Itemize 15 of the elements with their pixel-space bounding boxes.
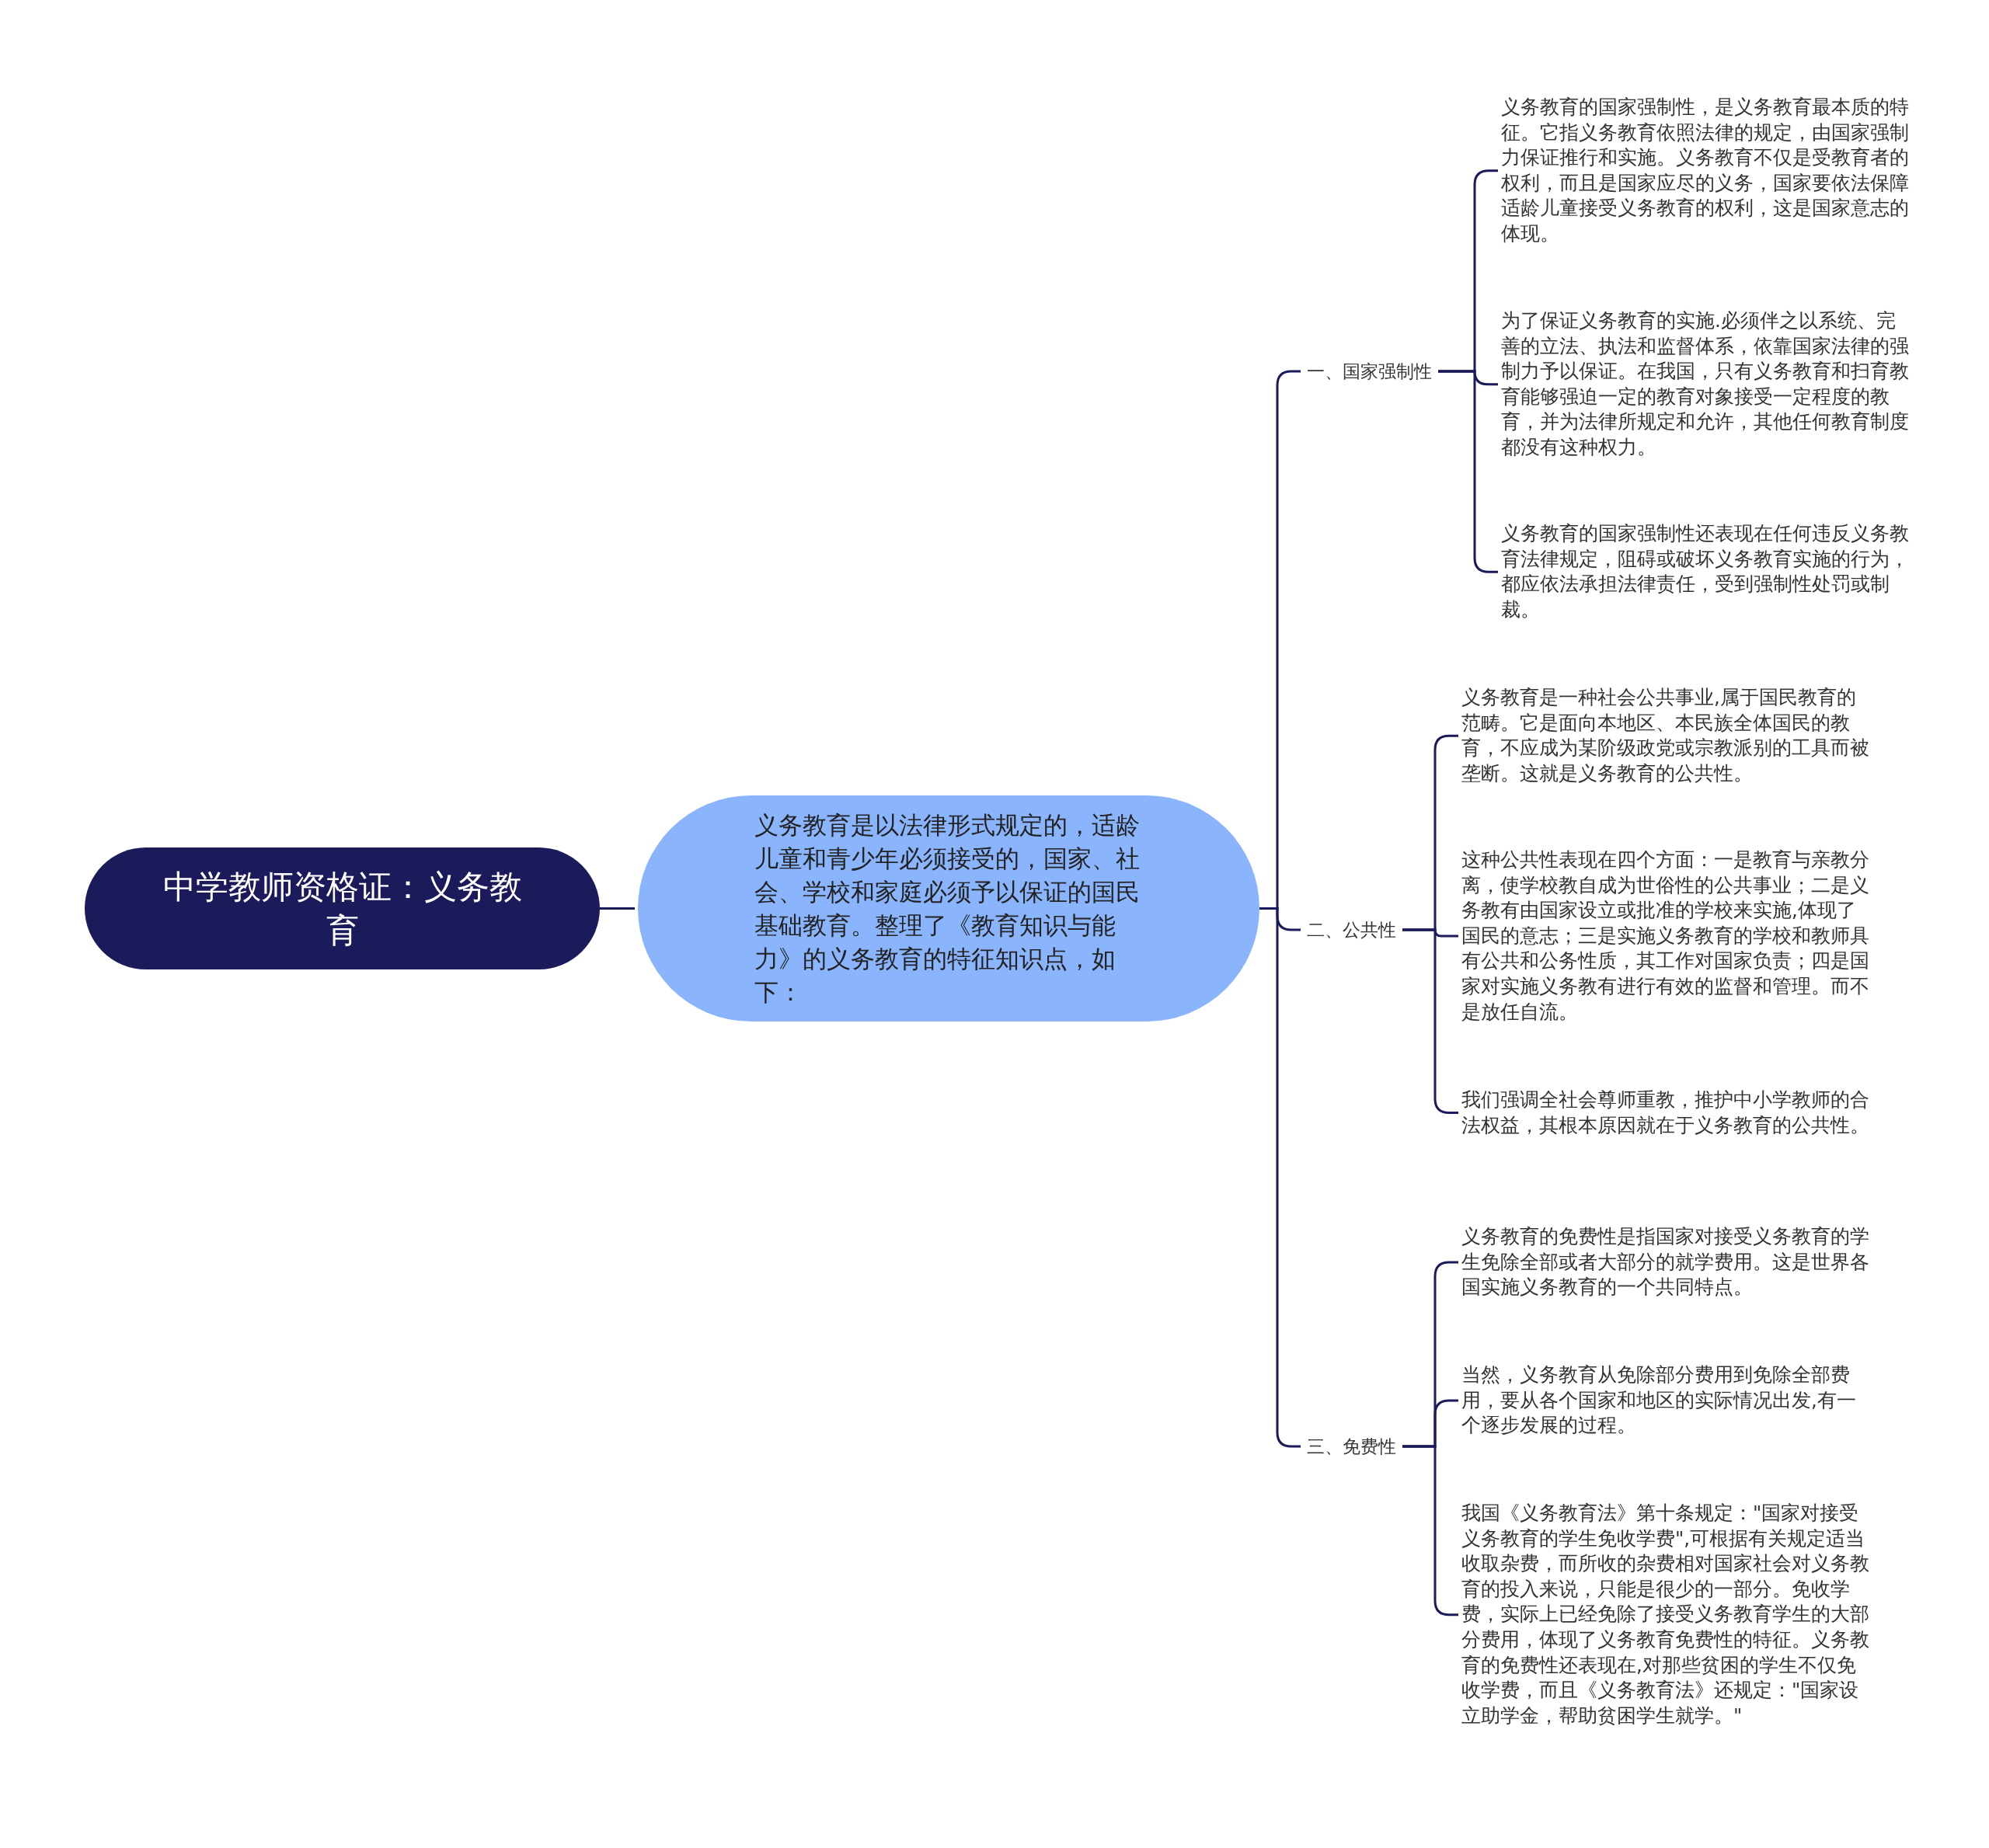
branch-label: 一、国家强制性	[1307, 360, 1432, 383]
note-text: 我们强调全社会尊师重教，推护中小学教师的合法权益，其根本原因就在于义务教育的公共性。	[1461, 1088, 1869, 1139]
branch-label: 二、公共性	[1307, 918, 1396, 941]
root-topic: 中学教师资格证：义务教育	[85, 847, 600, 969]
note-text: 义务教育的国家强制性，是义务教育最本质的特征。它指义务教育依照法律的规定，由国家强制力保证推行和实施。义务教育不仅是受教育者的权利，而且是国家应尽的义务，国家要依法保障适龄儿童接受义务教育的权利，这是国家意志的体现。	[1501, 95, 1909, 247]
note-text: 义务教育是一种社会公共事业,属于国民教育的范畴。它是面向本地区、本民族全体国民的教育，不应成为某阶级政党或宗教派别的工具而被垄断。这就是义务教育的公共性。	[1461, 685, 1869, 787]
note-text: 我国《义务教育法》第十条规定："国家对接受义务教育的学生免收学费",可根据有关规定适当收取杂费，而所收的杂费相对国家社会对义务教育的投入来说，只能是很少的一部分。免收学费，实际上已经免除了接受义务教育学生的大部分费用，体现了义务教育免费性的特征。义务教育的免费性还表现在,对那些贫困的学生不仅免收学费，而且《义务教育法》还规定："国家设立助学金，帮助贫困学生就学。"	[1461, 1501, 1869, 1729]
note-text: 当然，义务教育从免除部分费用到免除全部费用，要从各个国家和地区的实际情况出发,有一个逐步发展的过程。	[1461, 1363, 1869, 1439]
topic-bubble: 义务教育是以法律形式规定的，适龄儿童和青少年必须接受的，国家、社会、学校和家庭必须予以保证的国民基础教育。整理了《教育知识与能力》的义务教育的特征知识点，如下：	[638, 795, 1259, 1021]
branch-label: 三、免费性	[1307, 1435, 1396, 1458]
note-text: 这种公共性表现在四个方面：一是教育与亲教分离，使学校教自成为世俗性的公共事业；二是义务教有由国家设立或批准的学校来实施,体现了国民的意志；三是实施义务教育的学校和教师具有公共和公务性质，其工作对国家负责；四是国家对实施义务教有进行有效的监督和管理。而不是放任自流。	[1461, 847, 1869, 1025]
note-text: 为了保证义务教育的实施.必须伴之以系统、完善的立法、执法和监督体系，依靠国家法律的强制力予以保证。在我国，只有义务教育和扫育教育能够强迫一定的教育对象接受一定程度的教育，并为法律所规定和允许，其他任何教育制度都没有这种权力。	[1501, 308, 1909, 461]
note-text: 义务教育的国家强制性还表现在任何违反义务教育法律规定，阻碍或破坏义务教育实施的行为，都应依法承担法律责任，受到强制性处罚或制裁。	[1501, 521, 1909, 623]
connector-line	[600, 907, 635, 910]
note-text: 义务教育的免费性是指国家对接受义务教育的学生免除全部或者大部分的就学费用。这是世界各国实施义务教育的一个共同特点。	[1461, 1224, 1869, 1300]
